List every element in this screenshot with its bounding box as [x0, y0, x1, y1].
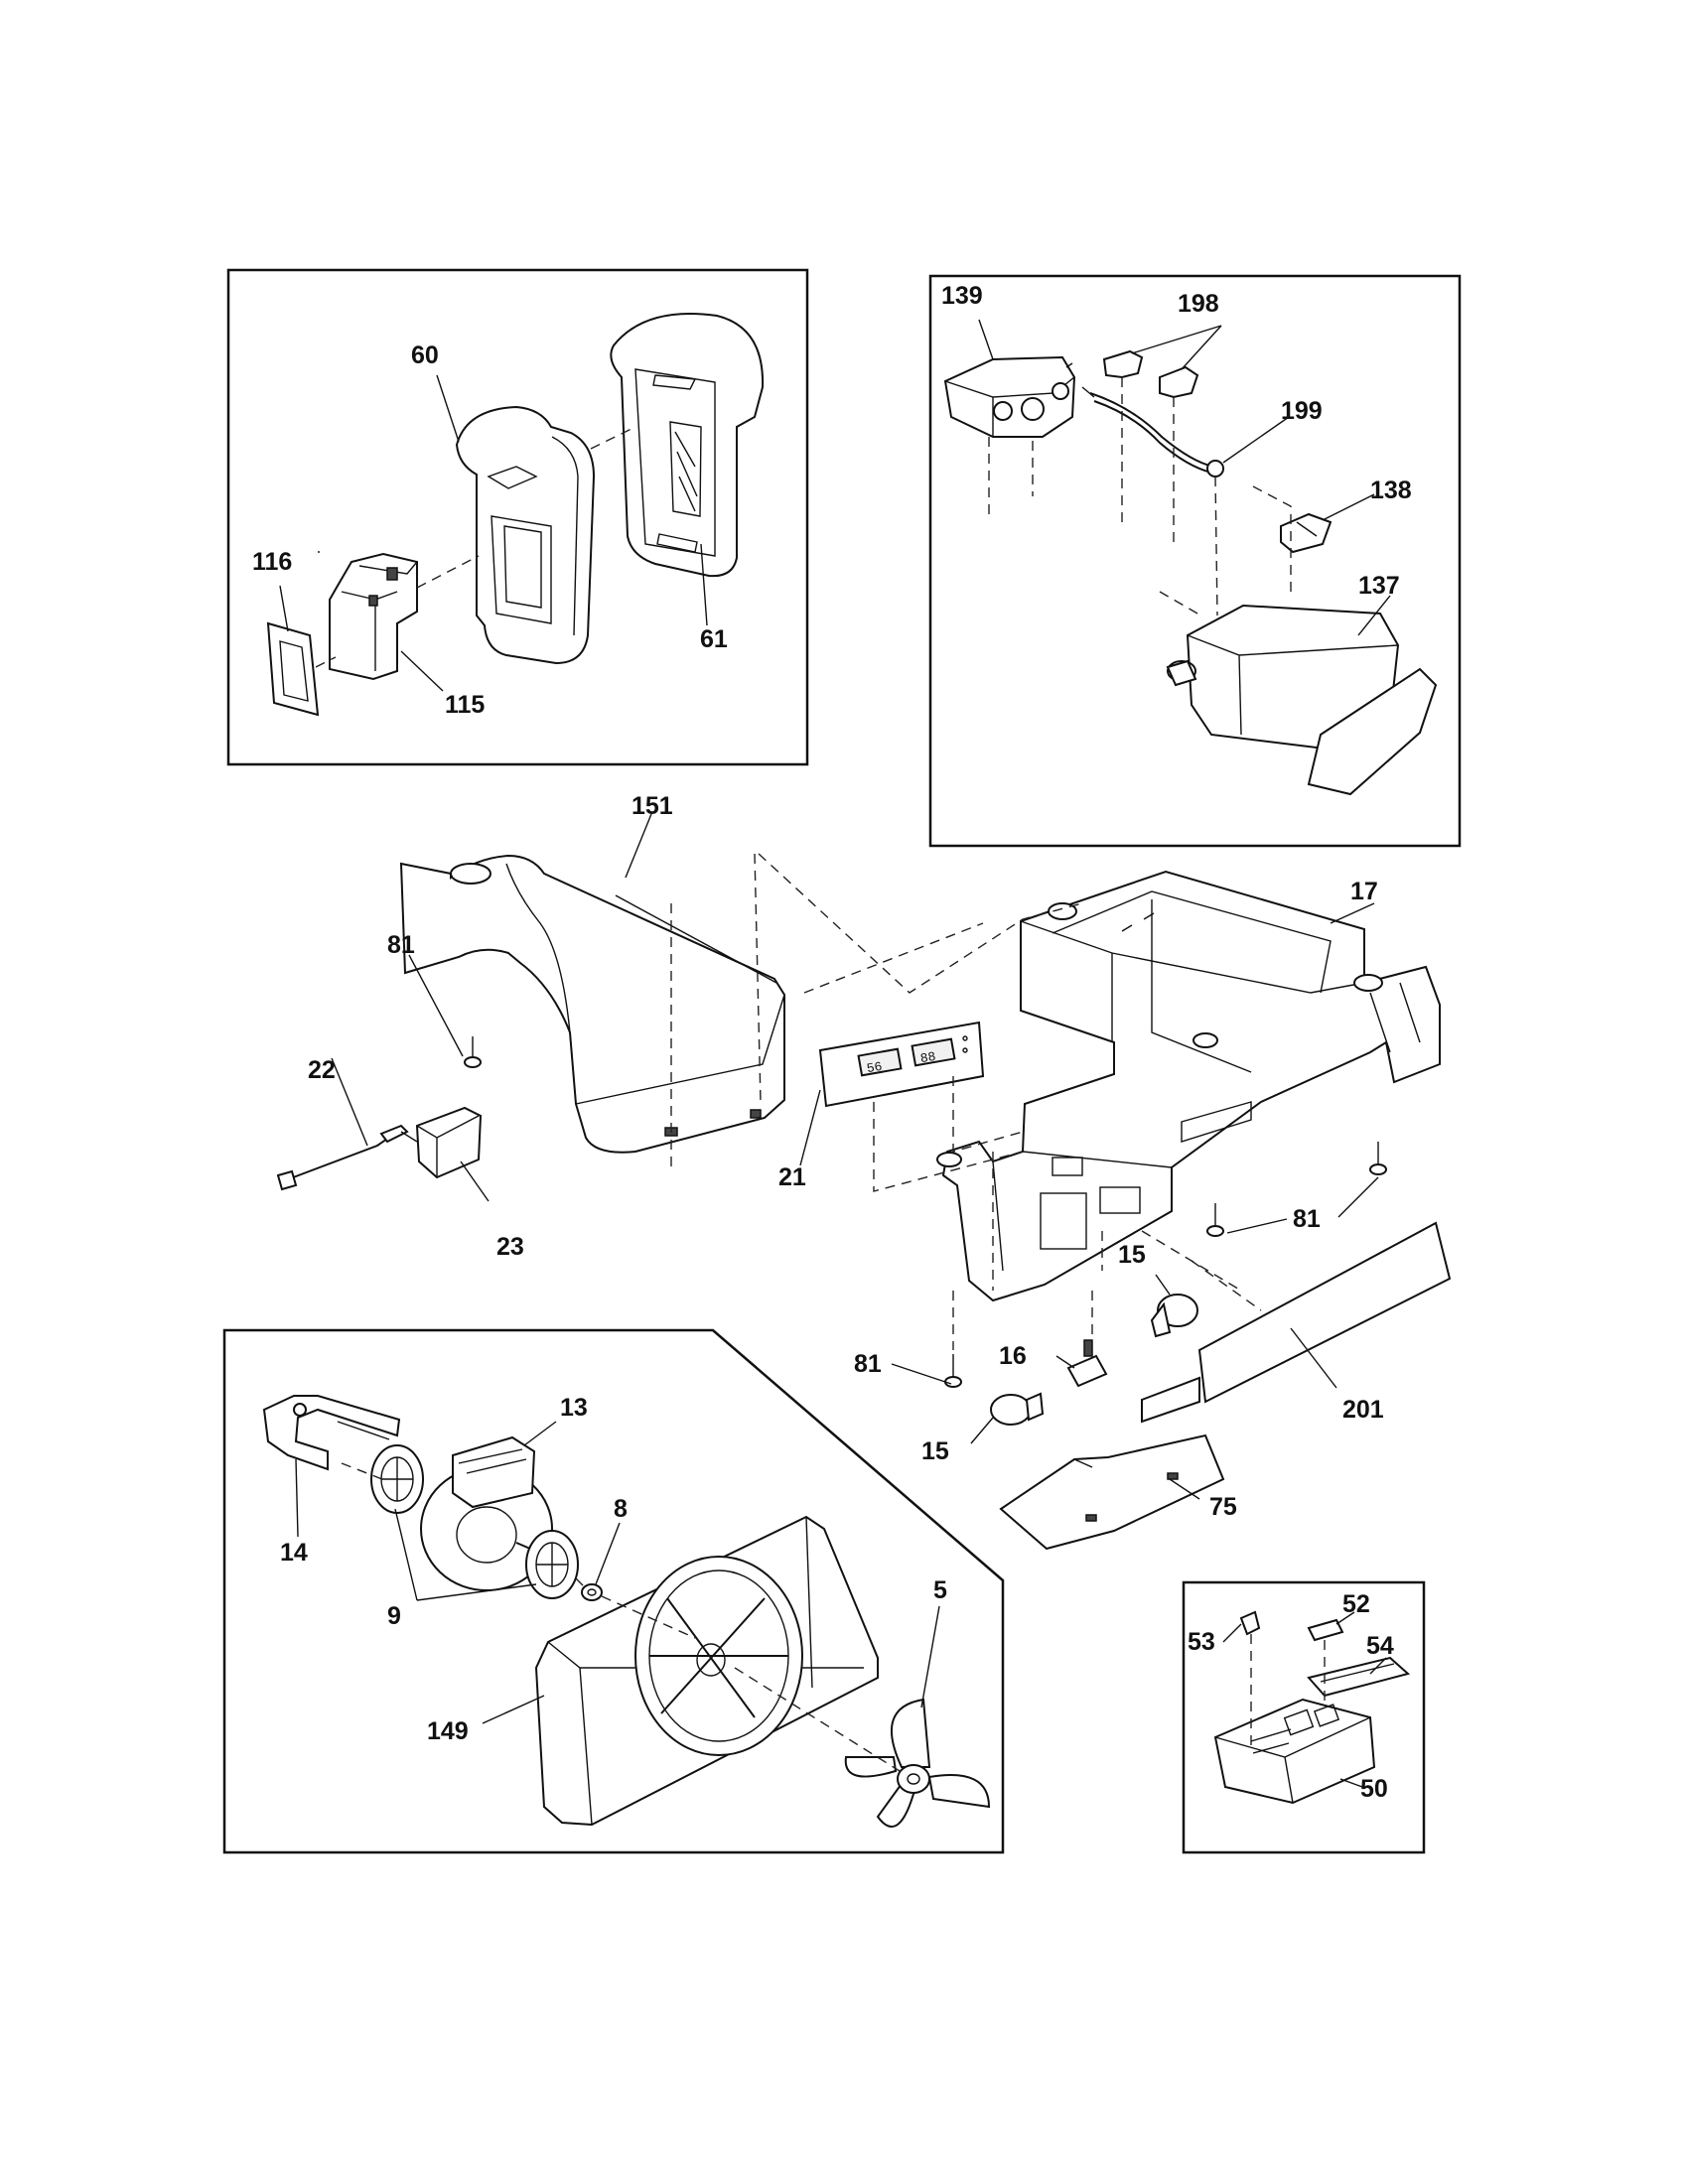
main-dispenser-assembly: 56 88 — [276, 551, 1452, 1551]
label-23: 23 — [496, 1233, 524, 1261]
panel-digits-a: 56 — [866, 1059, 884, 1076]
part-139-valve — [943, 355, 1076, 438]
label-115: 115 — [445, 691, 485, 719]
inset-water-valve-assembly — [928, 274, 1462, 848]
part-14-bracket — [262, 1395, 401, 1471]
part-61-chute-housing — [610, 313, 765, 578]
part-115-solenoid — [329, 552, 418, 681]
label-81-a: 81 — [387, 931, 415, 959]
label-8: 8 — [614, 1495, 628, 1523]
part-50-board — [1213, 1698, 1376, 1805]
label-15-a: 15 — [1118, 1241, 1146, 1269]
part-151-housing — [399, 854, 785, 1154]
part-21-display-panel: 56 88 — [818, 1021, 985, 1108]
label-50: 50 — [1360, 1775, 1388, 1803]
part-116-gasket — [266, 621, 320, 717]
label-14: 14 — [280, 1539, 308, 1567]
label-9: 9 — [387, 1602, 401, 1630]
label-201: 201 — [1342, 1396, 1384, 1424]
label-198: 198 — [1178, 290, 1219, 318]
label-21: 21 — [778, 1163, 806, 1191]
inset-control-board-assembly — [1182, 1580, 1426, 1854]
part-15-bulb-a — [1150, 1294, 1198, 1338]
part-137-container — [1166, 604, 1438, 796]
part-9-wheel-b — [525, 1530, 579, 1599]
label-54: 54 — [1366, 1632, 1394, 1660]
part-81-screw-a — [464, 1036, 482, 1068]
label-5: 5 — [933, 1576, 947, 1604]
part-8-washer — [581, 1583, 603, 1601]
part-5-fan-blade — [844, 1698, 991, 1828]
label-138: 138 — [1370, 477, 1412, 504]
inset-fan-motor-assembly — [222, 1328, 1005, 1854]
label-116: 116 — [252, 548, 292, 576]
part-199-wire — [1081, 386, 1224, 478]
part-16-socket — [1066, 1339, 1108, 1388]
label-53: 53 — [1188, 1628, 1215, 1656]
inset-ice-chute-assembly — [226, 268, 809, 766]
label-13: 13 — [560, 1394, 588, 1422]
label-15-b: 15 — [921, 1437, 949, 1465]
part-17-base — [936, 870, 1441, 1302]
part-15-bulb-b — [990, 1392, 1045, 1426]
label-149: 149 — [427, 1717, 469, 1745]
label-61: 61 — [700, 625, 728, 653]
part-9-wheel-a — [370, 1444, 424, 1514]
label-81-b: 81 — [1293, 1205, 1321, 1233]
part-60-chute — [455, 405, 596, 665]
label-60: 60 — [411, 341, 439, 369]
label-137: 137 — [1358, 572, 1400, 600]
label-22: 22 — [308, 1056, 336, 1084]
part-52-bracket — [1307, 1618, 1344, 1642]
panel-digits-b: 88 — [919, 1049, 937, 1066]
part-81-screw-b — [1369, 1142, 1387, 1175]
label-199: 199 — [1281, 397, 1323, 425]
part-149-shroud — [534, 1515, 879, 1827]
label-139: 139 — [941, 282, 983, 310]
label-151: 151 — [632, 792, 673, 820]
label-16: 16 — [999, 1342, 1027, 1370]
part-198-clips — [1102, 349, 1199, 399]
part-138-bracket — [1280, 512, 1333, 554]
part-53-clip — [1239, 1610, 1261, 1636]
part-81-screw-d — [944, 1354, 962, 1388]
label-17: 17 — [1350, 878, 1378, 905]
part-201-lens — [1141, 1221, 1452, 1424]
label-75: 75 — [1209, 1493, 1237, 1521]
part-75-cover — [999, 1433, 1225, 1551]
part-23-cover — [400, 1106, 483, 1179]
label-52: 52 — [1342, 1590, 1370, 1618]
part-22-wire-harness — [276, 1124, 409, 1191]
part-81-screw-c — [1206, 1203, 1224, 1237]
label-81-c: 81 — [854, 1350, 882, 1378]
part-54-strip — [1307, 1656, 1411, 1698]
